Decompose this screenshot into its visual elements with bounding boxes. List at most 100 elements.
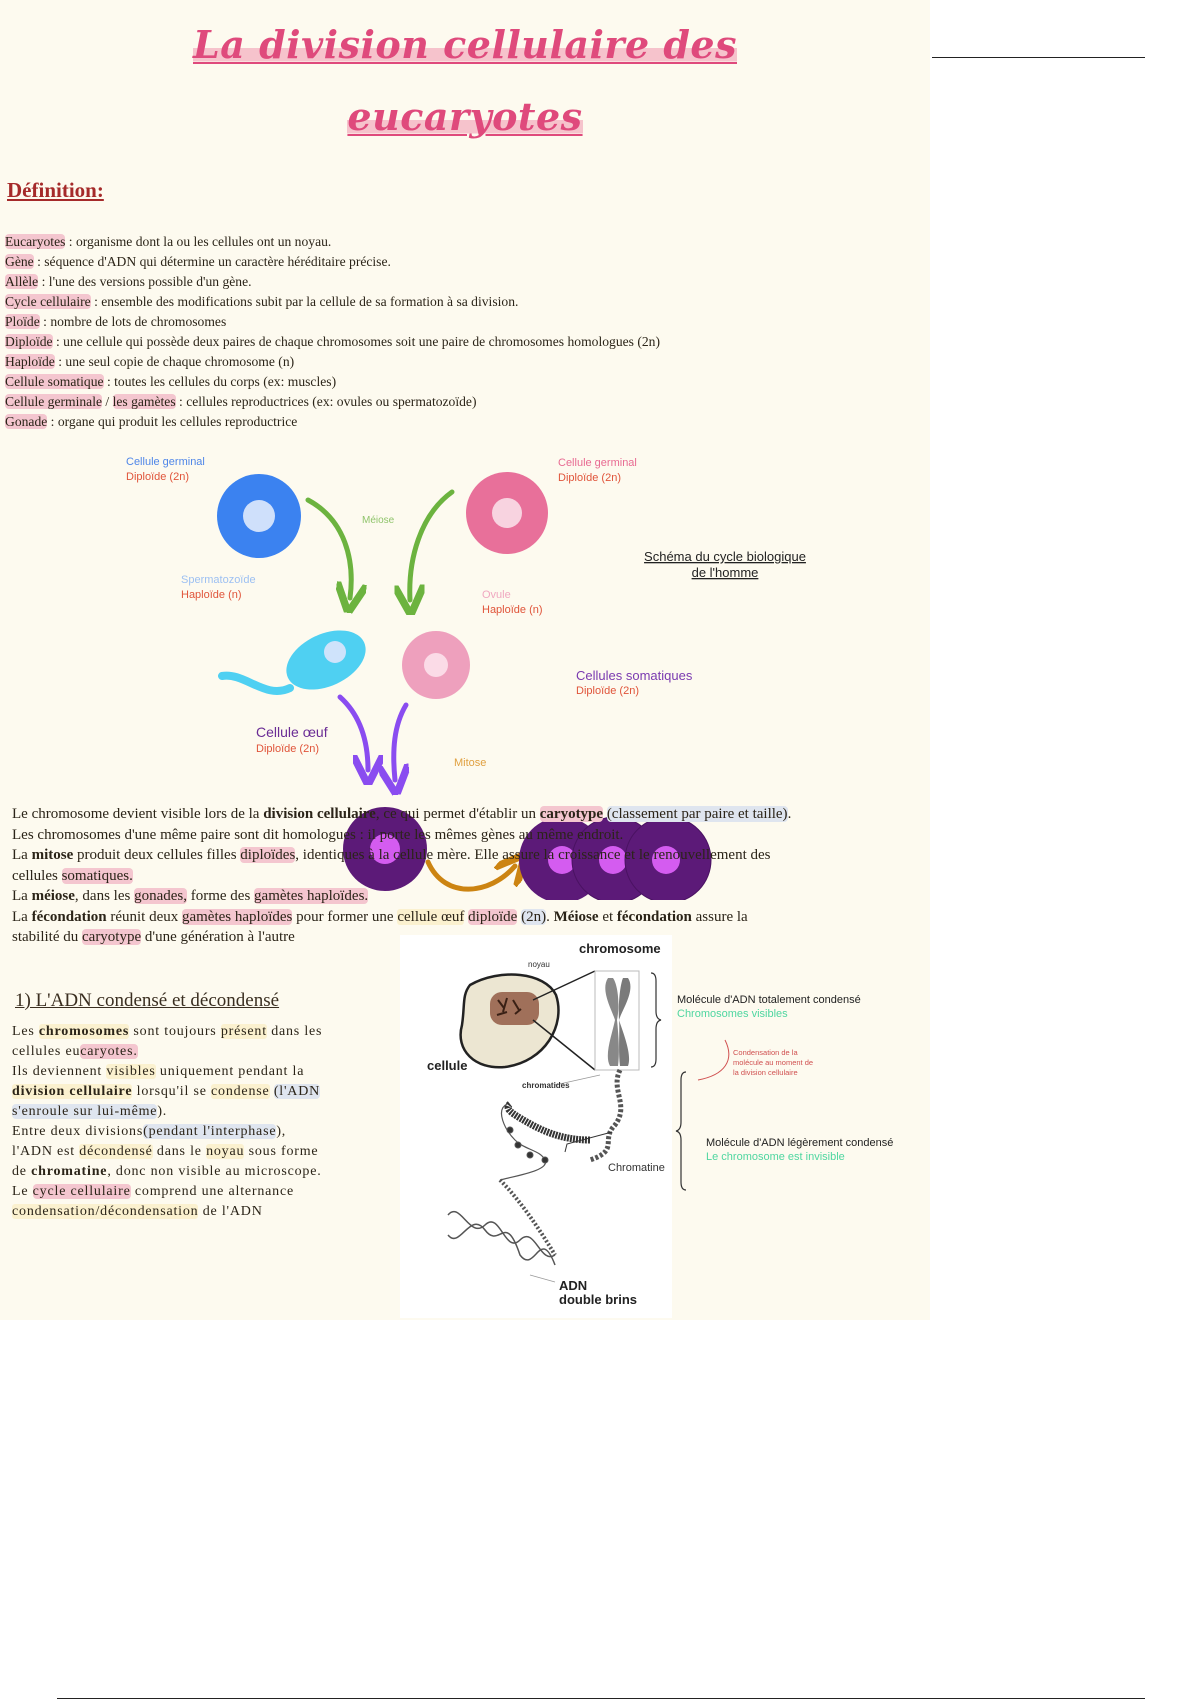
condensation-note-3: la division cellulaire bbox=[733, 1068, 798, 1077]
highlighted-term: Eucaryotes bbox=[5, 234, 66, 249]
text-line: Cycle cellulaire : ensemble des modifica… bbox=[5, 294, 518, 310]
fertilization-arrow-left bbox=[337, 694, 368, 770]
diagram-caption-line1: Schéma du cycle biologique bbox=[644, 549, 806, 564]
highlighted-term: Haploïde bbox=[5, 354, 55, 369]
adn-label-line2: double brins bbox=[559, 1292, 637, 1307]
emphasized-text: présent bbox=[220, 1024, 267, 1039]
emphasized-text: (l'ADN bbox=[273, 1084, 321, 1099]
diagram-caption-line2: de l'homme bbox=[692, 565, 759, 580]
fertilization-arrow-right bbox=[394, 702, 406, 780]
text-line: Gène : séquence d'ADN qui détermine un c… bbox=[5, 254, 391, 270]
chromosome-label: chromosome bbox=[579, 941, 661, 956]
mitosis-arrow bbox=[425, 862, 515, 892]
text-segment: Le chromosome devient visible lors de la bbox=[12, 806, 264, 822]
text-segment: Les bbox=[12, 1024, 39, 1039]
emphasized-text: chromatine bbox=[31, 1164, 108, 1179]
text-line: stabilité du caryotype d'une génération … bbox=[12, 929, 295, 946]
text-line: condensation/décondensation de l'ADN bbox=[12, 1204, 263, 1220]
highlighted-term: caryotype bbox=[82, 929, 142, 945]
relaxed-title: Molécule d'ADN légèrement condensé bbox=[706, 1137, 893, 1149]
text-segment: l'ADN est bbox=[12, 1144, 80, 1159]
highlighted-term: Ploïde bbox=[5, 314, 40, 329]
highlighted-term: Gène bbox=[5, 254, 34, 269]
chromatine-label: Chromatine bbox=[608, 1162, 665, 1174]
text-segment: La bbox=[12, 888, 32, 904]
zygote-ploidy: Diploïde (2n) bbox=[256, 743, 319, 755]
text-segment: , donc non visible au microscope. bbox=[107, 1164, 322, 1179]
brace-condensed bbox=[650, 972, 662, 1068]
dna-condensation-diagram: chromosome noyau cellule chromatides Chr… bbox=[427, 941, 893, 1307]
text-segment: ). bbox=[157, 1104, 168, 1119]
text-line: Le cycle cellulaire comprend une alterna… bbox=[12, 1184, 294, 1200]
condensation-arrow bbox=[697, 1039, 730, 1081]
text-segment: , identiques à la cellule mère. Elle ass… bbox=[295, 847, 771, 863]
section-heading: 1) L'ADN condensé et décondensé bbox=[15, 990, 280, 1011]
emphasized-text: décondensé bbox=[79, 1144, 153, 1159]
text-segment: La bbox=[12, 908, 32, 925]
text-segment: : ensemble des modifications subit par l… bbox=[90, 294, 519, 309]
emphasized-text: fécondation bbox=[616, 908, 692, 925]
meiosis-arrow-left bbox=[305, 497, 351, 598]
text-segment: : cellules reproductrices (ex: ovules ou… bbox=[175, 394, 477, 409]
emphasized-text: Méiose bbox=[553, 908, 599, 925]
text-line: Les chromosomes sont toujours présent da… bbox=[12, 1024, 322, 1040]
text-segment: : organisme dont la ou les cellules ont … bbox=[65, 234, 332, 249]
footer-rule bbox=[57, 1698, 1145, 1699]
text-segment: Les chromosomes d'une même paire sont di… bbox=[12, 826, 624, 843]
highlighted-term: Cellule germinale bbox=[5, 394, 103, 409]
text-segment: de l'ADN bbox=[198, 1204, 263, 1219]
highlighted-term: Diploïde bbox=[5, 334, 53, 349]
female-germ-cell bbox=[466, 472, 548, 554]
condensed-subtitle: Chromosomes visibles bbox=[677, 1008, 788, 1020]
text-segment: . bbox=[546, 908, 554, 925]
emphasized-text: noyau bbox=[206, 1144, 245, 1159]
highlighted-term: diploïde bbox=[468, 908, 518, 925]
text-segment: ), bbox=[276, 1124, 287, 1139]
emphasized-text: cellule œuf bbox=[397, 908, 465, 925]
adn-label-line1: ADN bbox=[559, 1278, 587, 1293]
text-segment: sous forme bbox=[244, 1144, 319, 1159]
text-line: Les chromosomes d'une même paire sont di… bbox=[12, 827, 623, 844]
text-line: Cellule germinale / les gamètes : cellul… bbox=[5, 394, 476, 410]
highlighted-term: diploïdes bbox=[240, 847, 296, 863]
text-segment: , dans les bbox=[74, 888, 135, 904]
male-germ-name: Cellule germinal bbox=[126, 456, 205, 468]
text-segment: Entre deux divisions bbox=[12, 1124, 144, 1139]
text-line: Ploïde : nombre de lots de chromosomes bbox=[5, 314, 226, 330]
cellule-label: cellule bbox=[427, 1058, 467, 1073]
header-rule bbox=[932, 57, 1145, 58]
text-line: Entre deux divisions(pendant l'interphas… bbox=[12, 1124, 286, 1140]
text-segment: comprend une alternance bbox=[130, 1184, 294, 1199]
text-segment: cellules eu bbox=[12, 1044, 81, 1059]
text-segment: . bbox=[787, 806, 792, 822]
text-line: Allèle : l'une des versions possible d'u… bbox=[5, 274, 252, 290]
text-segment: / bbox=[102, 394, 113, 409]
text-segment: Le bbox=[12, 1184, 33, 1199]
text-line: La mitose produit deux cellules filles d… bbox=[12, 847, 771, 864]
highlighted-term: Gonade bbox=[5, 414, 48, 429]
highlighted-term: Allèle bbox=[5, 274, 39, 289]
emphasized-text: fécondation bbox=[31, 908, 107, 925]
relaxed-subtitle: Le chromosome est invisible bbox=[706, 1151, 845, 1163]
meiosis-label: Méiose bbox=[362, 515, 395, 526]
emphasized-text: chromosomes bbox=[38, 1024, 130, 1039]
emphasized-text: condensation/décondensation bbox=[12, 1204, 199, 1219]
text-segment: pour former une bbox=[292, 908, 398, 925]
highlighted-term: cycle cellulaire bbox=[32, 1184, 131, 1199]
text-segment: dans le bbox=[152, 1144, 207, 1159]
text-line: Le chromosome devient visible lors de la… bbox=[12, 806, 791, 823]
chromosome-illustration bbox=[594, 970, 662, 1071]
male-germ-ploidy: Diploïde (2n) bbox=[126, 471, 189, 483]
highlighted-term: gamètes haploïdes bbox=[181, 908, 293, 925]
emphasized-text: division cellulaire bbox=[12, 1084, 133, 1099]
text-line: Gonade : organe qui produit les cellules… bbox=[5, 414, 297, 430]
somatic-ploidy: Diploïde (2n) bbox=[576, 685, 639, 697]
text-line: Ils deviennent visibles uniquement penda… bbox=[12, 1064, 304, 1080]
highlighted-term: caryotype bbox=[539, 806, 604, 822]
sperm-name: Spermatozoïde bbox=[181, 574, 256, 586]
cell-illustration bbox=[459, 970, 596, 1071]
text-segment: d'une génération à l'autre bbox=[141, 929, 295, 945]
text-segment: : une seul copie de chaque chromosome (n… bbox=[54, 354, 295, 369]
emphasized-text: condense bbox=[211, 1084, 270, 1099]
text-line: Diploïde : une cellule qui possède deux … bbox=[5, 334, 660, 350]
